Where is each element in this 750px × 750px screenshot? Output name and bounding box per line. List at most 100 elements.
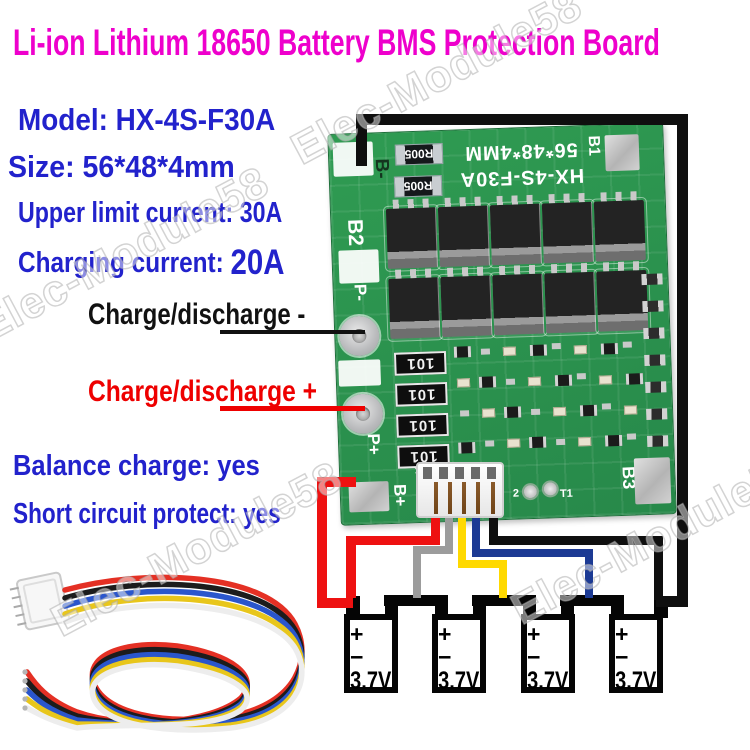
label-p-plus: P+ <box>363 433 384 456</box>
battery-link-leg <box>385 595 398 618</box>
battery-terminals: + − <box>350 621 364 670</box>
connector-pin <box>491 482 495 514</box>
mosfet <box>385 274 444 342</box>
p-plus-pad <box>342 393 384 435</box>
spec-model: Model: HX-4S-F30A <box>18 102 276 137</box>
spec-size: Size: 56*48*4mm <box>8 149 235 184</box>
jst-connector <box>416 462 504 518</box>
battery-voltage: 3.7V <box>615 667 657 695</box>
wire-tip <box>22 696 28 702</box>
mosfet <box>382 204 442 273</box>
smd-component <box>453 346 472 358</box>
smd-resistor <box>646 408 668 421</box>
b2-pad <box>338 249 380 284</box>
mosfet <box>489 270 548 339</box>
smd-component <box>604 434 623 447</box>
connector-pin <box>462 482 466 514</box>
battery-link-leg <box>435 595 448 618</box>
smd-component <box>623 405 638 415</box>
battery-link-bar <box>560 595 624 606</box>
smd-component <box>601 403 612 410</box>
battery-terminals: + − <box>438 621 452 670</box>
smd-component <box>554 374 573 387</box>
silkscreen-text: HX-4S-F30A 56*48*4MM <box>441 135 603 193</box>
smd-resistor <box>642 300 664 313</box>
pointer-line-plus <box>220 406 365 411</box>
smd-component <box>573 345 588 355</box>
smd-component <box>507 438 521 448</box>
smd-component <box>456 378 471 388</box>
label-t2: 2 <box>512 487 520 500</box>
smd-component <box>598 375 613 385</box>
label-b2: B2 <box>343 218 368 247</box>
smd-component <box>622 341 632 348</box>
wire-tip <box>22 678 28 684</box>
shunt-resistor: R005 <box>394 142 444 166</box>
smd-component <box>481 408 496 418</box>
smd-component <box>480 348 491 355</box>
battery-voltage: 3.7V <box>527 667 569 695</box>
spacer-pad <box>338 359 382 387</box>
smd-component <box>576 373 586 380</box>
spec-charging-value: 20A <box>230 243 285 282</box>
mosfet <box>541 268 600 337</box>
b3-pad <box>633 457 672 505</box>
smd-resistor <box>641 273 663 286</box>
label-b1: B1 <box>584 135 603 157</box>
spec-charging-current: Charging current: 20A <box>18 243 285 282</box>
battery-cell: + − 3.7V <box>432 614 486 695</box>
smd-component <box>529 344 548 357</box>
test-point <box>543 482 558 496</box>
smd-resistor <box>645 381 667 394</box>
smd-component <box>626 433 637 440</box>
b1-pad <box>604 134 640 172</box>
smd-resistor-101: 101 <box>393 350 447 376</box>
page-title: Li-ion Lithium 18650 Battery BMS Protect… <box>13 22 660 63</box>
battery-voltage: 3.7V <box>438 667 480 695</box>
smd-component <box>552 406 567 417</box>
cable-connector <box>9 571 70 631</box>
smd-resistor <box>643 327 665 340</box>
smd-component <box>551 342 561 350</box>
silkscreen-size: 56*48*4MM <box>463 138 579 165</box>
shunt-resistor: R005 <box>393 175 443 198</box>
battery-cell: + − 3.7V <box>521 614 575 695</box>
smd-component <box>527 376 542 387</box>
battery-link-leg <box>523 595 536 618</box>
smd-component <box>530 408 541 416</box>
smd-resistor-101: 101 <box>396 412 449 438</box>
spec-charging-label: Charging current: <box>18 247 224 279</box>
smd-component <box>600 342 619 355</box>
spec-upper-limit-current: Upper limit current: 30A <box>18 197 283 229</box>
wire-tip <box>22 669 28 675</box>
smd-resistor <box>644 354 666 367</box>
mosfet <box>593 266 652 335</box>
label-t1: T1 <box>559 487 574 501</box>
battery-link-leg <box>473 595 486 618</box>
battery-link-leg <box>611 595 624 618</box>
label-b-plus: B+ <box>390 483 410 507</box>
battery-link-leg <box>561 595 574 618</box>
smd-component <box>503 406 522 418</box>
connector-pin <box>476 482 480 514</box>
annotation-balance-charge: Balance charge: yes <box>13 450 260 482</box>
smd-component <box>528 436 547 449</box>
test-point <box>523 484 538 499</box>
balance-cable-photo <box>9 571 305 733</box>
connector-pin <box>448 482 452 514</box>
annotation-short-circuit: Short circuit protect: yes <box>13 498 281 530</box>
mosfet <box>437 272 496 341</box>
battery-link-bar <box>384 595 448 606</box>
smd-resistor-101: 101 <box>395 381 448 407</box>
annotation-charge-discharge-minus: Charge/discharge - <box>88 298 306 331</box>
smd-component <box>578 436 592 447</box>
label-p-minus: P- <box>350 283 371 302</box>
pointer-line-minus <box>220 330 365 334</box>
wire-tip <box>22 687 28 693</box>
label-b-minus: B- <box>370 158 393 180</box>
mosfet <box>486 200 546 269</box>
p-minus-pad <box>338 315 381 357</box>
smd-component <box>556 438 566 446</box>
mosfet <box>590 196 649 265</box>
